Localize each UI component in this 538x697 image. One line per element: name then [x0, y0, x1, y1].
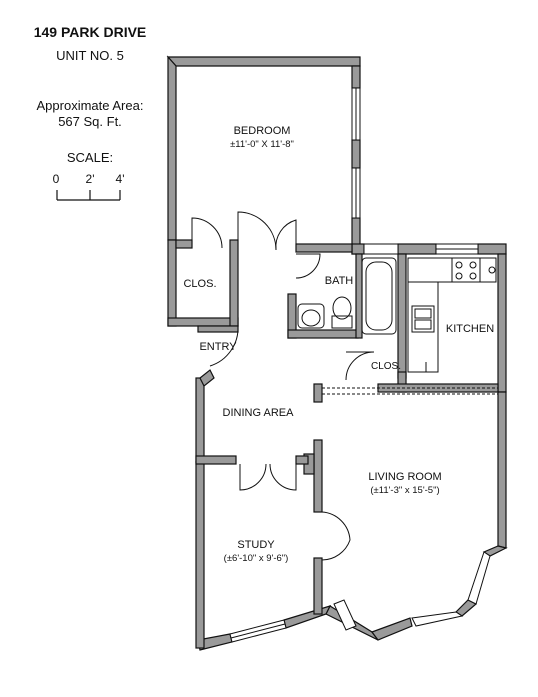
- exterior-walls: [166, 55, 508, 651]
- bath-label: BATH: [325, 275, 354, 287]
- unit-number: UNIT NO. 5: [56, 48, 124, 63]
- kitchen-label: KITCHEN: [446, 323, 494, 335]
- room-labels: BEDROOM ±11'-0" X 11'-8" CLOS. BATH KITC…: [183, 125, 494, 564]
- kitchen-sink: [411, 305, 435, 333]
- scale-tick-4: 4': [115, 172, 125, 186]
- closet-bedroom-label: CLOS.: [183, 278, 216, 290]
- windows: [229, 87, 491, 643]
- area-value: 567 Sq. Ft.: [58, 114, 122, 129]
- door-swings: [191, 211, 498, 561]
- plan-info-block: 149 PARK DRIVE UNIT NO. 5 Approximate Ar…: [0, 0, 175, 210]
- bedroom-dims: ±11'-0" X 11'-8": [230, 139, 294, 150]
- toilet-tank: [331, 315, 353, 329]
- bathtub: [361, 257, 397, 335]
- study-label: STUDY: [237, 539, 275, 551]
- bedroom-label: BEDROOM: [234, 125, 291, 137]
- living-dims: (±11'-3" x 15'-5"): [370, 485, 439, 496]
- scale-label: SCALE:: [66, 150, 114, 165]
- scale-tick-0: 0: [52, 172, 60, 186]
- interior-walls: [175, 239, 499, 615]
- scale-tick-2: 2': [85, 172, 95, 186]
- kitchen-counter: [407, 257, 497, 283]
- toilet: [332, 296, 352, 320]
- closet-hall-label: CLOS.: [371, 361, 401, 372]
- sink: [297, 303, 325, 329]
- fixtures: [297, 257, 497, 373]
- study-dims: (±6'-10" x 9'-6"): [224, 553, 289, 564]
- dining-label: DINING AREA: [223, 407, 295, 419]
- entry-label: ENTRY: [199, 341, 237, 353]
- area-label: Approximate Area:: [36, 98, 144, 113]
- property-address: 149 PARK DRIVE: [33, 24, 147, 40]
- stove: [451, 257, 481, 283]
- living-label: LIVING ROOM: [368, 471, 441, 483]
